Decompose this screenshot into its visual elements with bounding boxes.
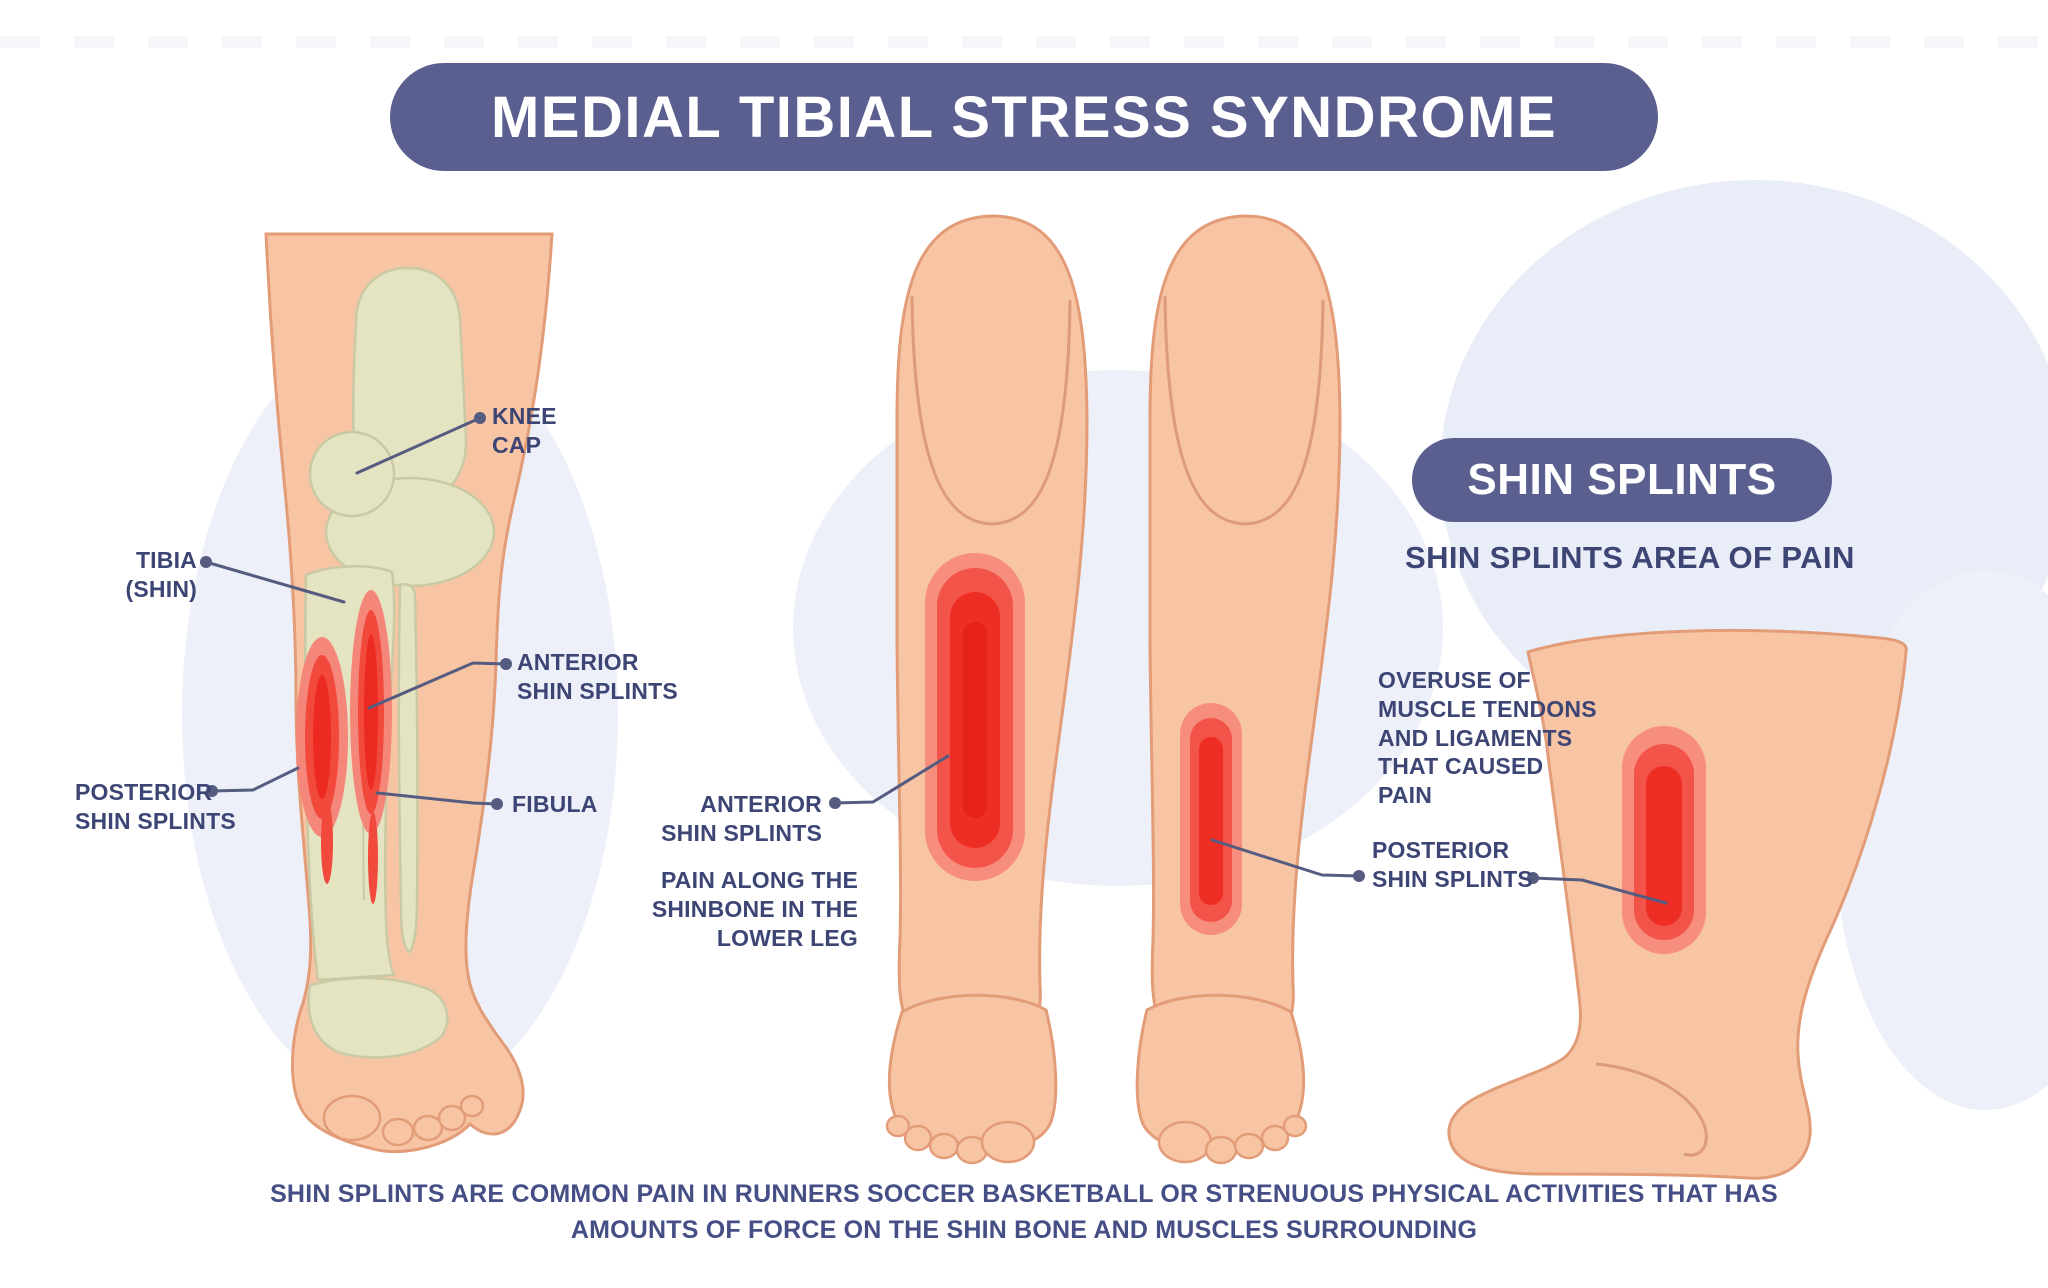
title-banner: MEDIAL TIBIAL STRESS SYNDROME [390, 63, 1658, 171]
leader-anterior-left [367, 661, 508, 710]
pain-area-anterior-mid [925, 553, 1025, 881]
front-leg-anterior-knee-line [910, 295, 1072, 526]
label-anterior-shin-splints-mid: ANTERIOR SHIN SPLINTS [661, 791, 822, 846]
caption-overuse: OVERUSE OF MUSCLE TENDONS AND LIGAMENTS … [1378, 667, 1597, 808]
leader-anterior-mid [833, 754, 950, 805]
ankle-bones [307, 976, 449, 1059]
pain-area-posterior-side [1622, 726, 1706, 954]
leader-fibula [375, 791, 499, 806]
leader-posterior-left [210, 766, 300, 793]
leader-knee-cap [355, 416, 482, 475]
left-leg-toes [322, 1094, 485, 1147]
pain-area-posterior-mid [1180, 703, 1242, 935]
side-leg-ankle-line [1595, 1062, 1708, 1157]
leader-tibia [204, 560, 346, 604]
badge-label: SHIN SPLINTS [1467, 455, 1777, 504]
leader-lines [204, 416, 1668, 905]
area-of-pain-heading: SHIN SPLINTS AREA OF PAIN [1405, 540, 1855, 575]
footer-line-2: AMOUNTS OF FORCE ON THE SHIN BONE AND MU… [570, 1216, 1478, 1244]
caption-pain-along-shinbone: PAIN ALONG THE SHINBONE IN THE LOWER LEG [651, 867, 858, 951]
pain-area-anterior-left [350, 590, 392, 904]
label-fibula: FIBULA [512, 791, 598, 817]
label-knee-cap: KNEE CAP [492, 403, 557, 458]
leader-dots [200, 412, 1539, 884]
side-view-leg-illustration [1447, 628, 1908, 1180]
fibula-bone [397, 583, 419, 954]
front-leg-posterior-knee-line [1163, 295, 1325, 526]
front-leg-anterior-toes [885, 1114, 1036, 1165]
front-view-legs-illustration [885, 214, 1342, 1165]
front-leg-posterior-toes [1157, 1114, 1308, 1165]
top-dashed-border [0, 36, 2048, 48]
label-tibia-shin: TIBIA (SHIN) [125, 547, 197, 602]
left-leg-illustration [264, 232, 554, 1154]
page-title: MEDIAL TIBIAL STRESS SYNDROME [490, 84, 1558, 150]
leader-posterior-right-a [1210, 838, 1361, 878]
knee-cap-bone [308, 430, 396, 518]
leader-posterior-right-b [1531, 876, 1668, 905]
footer-caption: SHIN SPLINTS ARE COMMON PAIN IN RUNNERS … [194, 1176, 1854, 1248]
shin-splints-badge: SHIN SPLINTS [1412, 438, 1832, 522]
label-posterior-shin-splints-left: POSTERIOR SHIN SPLINTS [75, 779, 236, 834]
pain-area-posterior-left [296, 637, 348, 884]
label-anterior-shin-splints-left: ANTERIOR SHIN SPLINTS [517, 649, 678, 704]
footer-line-1: SHIN SPLINTS ARE COMMON PAIN IN RUNNERS … [270, 1180, 1778, 1208]
front-leg-posterior-skin [1148, 214, 1342, 1017]
label-posterior-shin-splints-right: POSTERIOR SHIN SPLINTS [1372, 837, 1533, 892]
